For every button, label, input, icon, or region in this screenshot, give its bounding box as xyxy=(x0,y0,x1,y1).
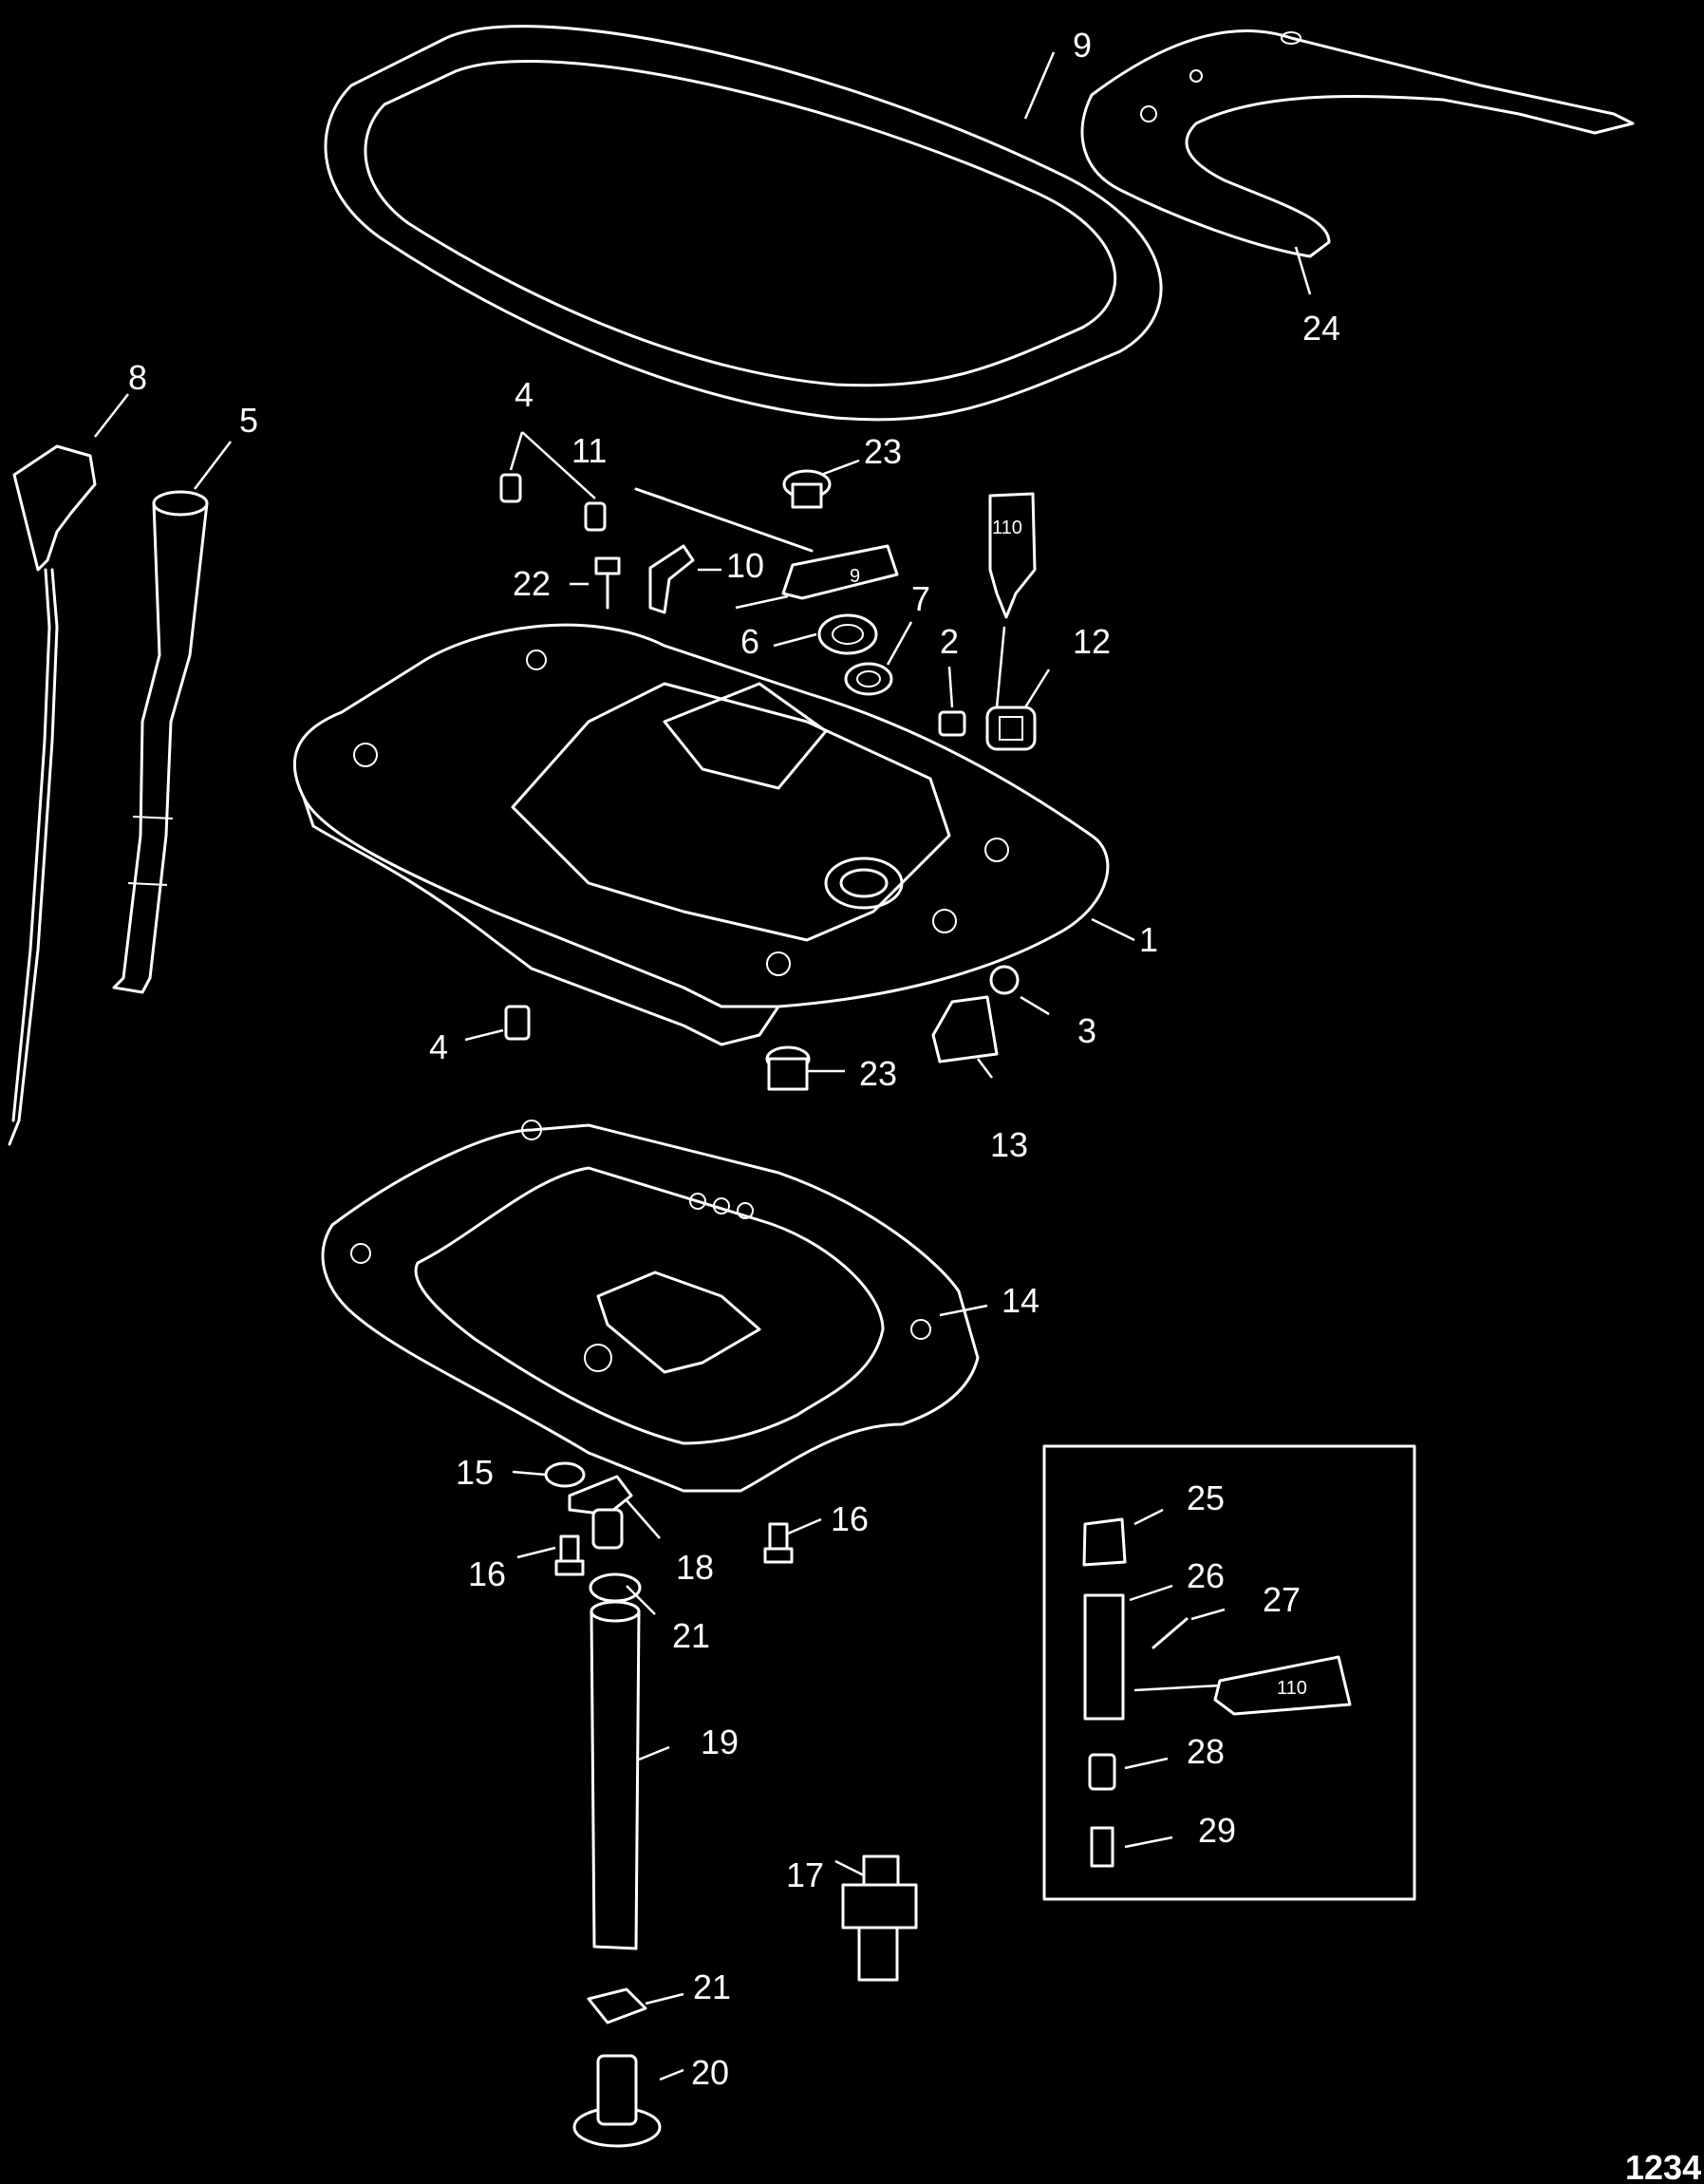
svg-text:110: 110 xyxy=(1277,1678,1307,1699)
callout-28: 28 xyxy=(1187,1732,1225,1771)
part-18-flange xyxy=(568,1475,633,1550)
callout-8: 8 xyxy=(128,358,147,397)
part-12-plug xyxy=(985,706,1037,751)
svg-text:9: 9 xyxy=(850,566,860,587)
part-21-ring-upper xyxy=(589,1572,642,1603)
part-24-bracket-plate xyxy=(1080,29,1635,258)
callout-9: 9 xyxy=(1073,26,1092,65)
callout-23-upper: 23 xyxy=(864,432,902,471)
part-16-screw-right xyxy=(763,1522,794,1564)
figure-id: 1234 xyxy=(1625,2148,1701,2184)
part-29-spring xyxy=(1090,1826,1114,1868)
sealant-tube-110: 110 xyxy=(988,492,1037,619)
part-6-seal xyxy=(817,613,878,655)
part-20-grommet xyxy=(572,2054,662,2148)
callout-25: 25 xyxy=(1187,1478,1225,1517)
callout-13: 13 xyxy=(990,1125,1028,1164)
part-16-screw-left xyxy=(554,1534,585,1576)
callout-4-lower: 4 xyxy=(429,1027,448,1066)
callout-21-upper: 21 xyxy=(672,1616,710,1655)
leader-lines xyxy=(94,51,1312,2081)
part-14-gasket xyxy=(321,1120,980,1493)
inset-box xyxy=(1042,1444,1416,1901)
callout-4-upper: 4 xyxy=(515,375,534,414)
sealant-tube-9: 9 xyxy=(781,544,899,600)
part-1-adapter-plate xyxy=(292,623,1110,1046)
part-5-dipstick-tube xyxy=(112,490,209,994)
part-26-valve-body xyxy=(1083,1593,1125,1721)
callout-12: 12 xyxy=(1073,622,1111,661)
part-9-seal-gasket xyxy=(324,25,1163,422)
callout-29: 29 xyxy=(1198,1811,1236,1850)
callout-23-lower: 23 xyxy=(859,1054,897,1093)
callout-labels: 9 24 8 5 4 11 23 22 10 6 7 2 12 1 3 13 4… xyxy=(128,26,1340,2092)
part-11-pin xyxy=(634,487,814,553)
part-7-seal xyxy=(844,662,893,696)
callout-20: 20 xyxy=(691,2053,729,2092)
callout-17: 17 xyxy=(786,1855,824,1894)
callout-3: 3 xyxy=(1077,1011,1096,1050)
callout-27: 27 xyxy=(1263,1580,1301,1619)
part-25-cap xyxy=(1082,1517,1127,1567)
part-23-plug-lower xyxy=(765,1045,811,1091)
part-13-grommet xyxy=(931,995,999,1064)
part-27-pin xyxy=(1152,1617,1189,1649)
callout-22: 22 xyxy=(513,564,551,603)
callout-24: 24 xyxy=(1302,309,1340,348)
callout-14: 14 xyxy=(1002,1281,1039,1320)
part-8-dipstick xyxy=(8,444,97,1146)
part-10-fitting xyxy=(648,544,695,614)
callout-18: 18 xyxy=(676,1548,714,1587)
part-4-dowel-pin-upper xyxy=(499,473,607,532)
part-28-cap xyxy=(1088,1753,1116,1791)
part-2-plug xyxy=(938,710,966,737)
svg-text:110: 110 xyxy=(992,518,1022,538)
part-17-sensor xyxy=(841,1855,918,1982)
part-4-dowel-pin-lower xyxy=(504,1005,531,1041)
callout-19: 19 xyxy=(701,1723,739,1761)
callout-7: 7 xyxy=(911,579,930,618)
callout-21-lower: 21 xyxy=(693,1967,731,2006)
callout-1: 1 xyxy=(1139,920,1158,959)
part-22-screw xyxy=(594,556,621,610)
part-21-ring-lower xyxy=(587,1987,647,2024)
callout-5: 5 xyxy=(239,401,258,440)
sealant-tube-110-inset: 110 xyxy=(1213,1655,1352,1716)
part-15-o-ring xyxy=(544,1461,586,1488)
callout-15: 15 xyxy=(456,1453,494,1492)
part-23-plug-upper xyxy=(782,469,832,509)
callout-16-right: 16 xyxy=(831,1499,869,1538)
callout-6: 6 xyxy=(740,622,759,661)
part-19-tube xyxy=(590,1600,641,1950)
callout-26: 26 xyxy=(1187,1556,1225,1595)
callout-16-left: 16 xyxy=(468,1554,506,1593)
callout-2: 2 xyxy=(940,622,959,661)
callout-11: 11 xyxy=(571,431,607,470)
callout-10: 10 xyxy=(726,546,764,585)
part-3-nut xyxy=(989,965,1020,995)
